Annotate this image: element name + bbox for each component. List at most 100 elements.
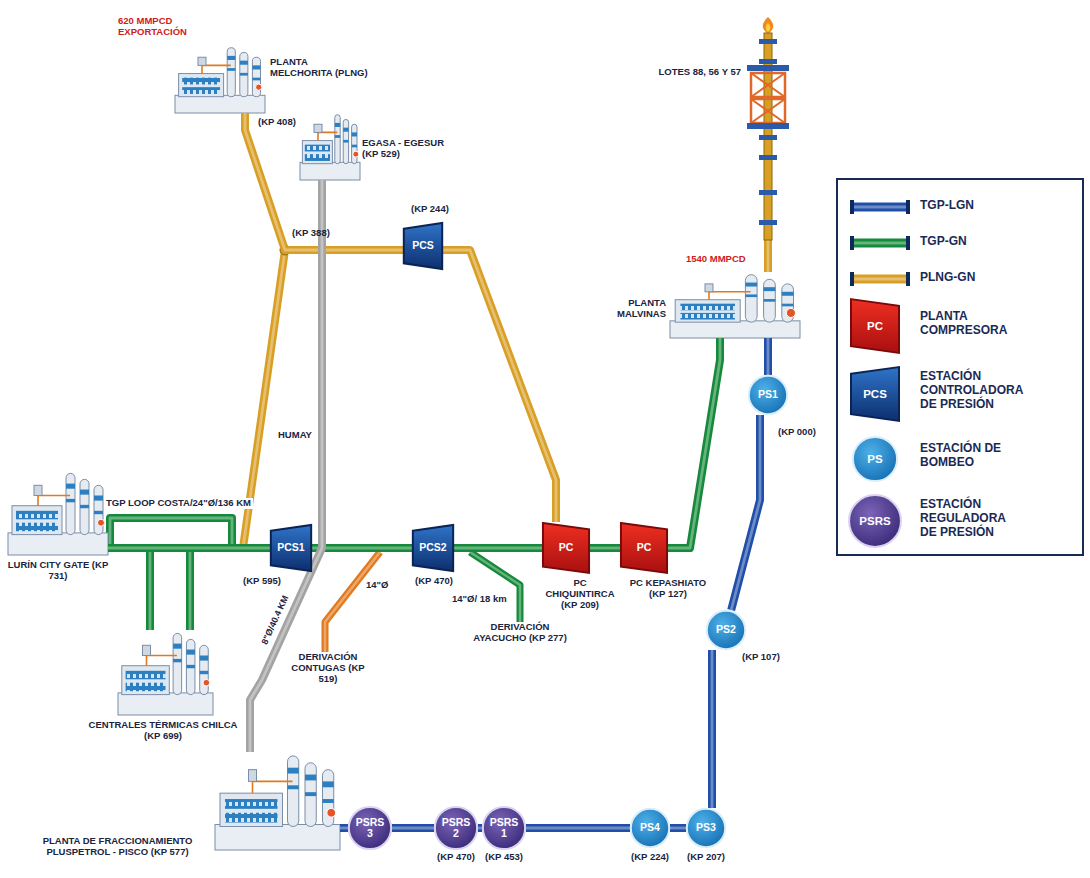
legend-pipe <box>852 239 908 248</box>
plant-building <box>179 74 224 97</box>
compressor-symbol <box>851 299 899 353</box>
plant-column-band <box>66 499 75 502</box>
legend-text: ESTACIÓN DE BOMBEO <box>920 442 1020 470</box>
plant-column-band <box>352 132 357 136</box>
legend-symbol-code: PCS <box>863 388 887 400</box>
legend-pipe <box>852 203 908 212</box>
kilometer-point: (KP 224) <box>624 852 676 863</box>
pipeline <box>590 544 620 552</box>
facility-name: PC CHIQUINTIRCA (KP 209) <box>538 578 622 611</box>
plant-piping <box>709 292 751 300</box>
text-holder: PCS <box>403 222 443 270</box>
station-code: PSRS 1 <box>487 817 521 839</box>
plant-column-band <box>305 792 316 796</box>
plant-column <box>227 48 235 97</box>
plant-column <box>745 275 757 323</box>
legend-flange <box>906 200 910 214</box>
plant-flame-mark <box>353 151 359 157</box>
plant-column-band <box>323 781 334 787</box>
pump-symbol <box>707 611 745 649</box>
plant-facility: EGASA - EGESUR (KP 529) <box>300 112 360 180</box>
pipeline <box>708 650 716 808</box>
plant-column-band <box>343 140 348 143</box>
facility-name: EGASA - EGESUR (KP 529) <box>362 138 462 160</box>
legend-text: PLANTA COMPRESORA <box>920 310 1020 338</box>
station-code: PS2 <box>716 624 736 635</box>
plant-column-band <box>200 671 209 674</box>
pressure-regulator-station: PSRS 3 <box>348 806 392 850</box>
plant-piping <box>202 65 231 73</box>
pipeline-highlight <box>731 415 760 610</box>
facility-name: LURÍN CITY GATE (KP 731) <box>3 560 113 582</box>
plant-stack <box>34 485 42 495</box>
plant-building <box>220 793 283 826</box>
plant-column <box>94 485 103 534</box>
plant-column-band <box>200 656 209 661</box>
pipeline-connector <box>712 650 713 808</box>
plant-column <box>66 473 75 534</box>
pipeline-highlight <box>767 338 770 375</box>
plant-column-band <box>80 490 89 495</box>
plant-base <box>175 95 265 113</box>
legend-flange <box>850 200 854 214</box>
pipeline <box>526 824 630 832</box>
pipeline <box>764 338 772 375</box>
pipeline-highlight <box>711 650 714 808</box>
text-holder: PC <box>620 522 668 574</box>
plant-base <box>8 533 108 555</box>
pipeline-connector <box>590 548 620 549</box>
legend-symbol: PSRS <box>848 494 902 548</box>
plant-windows <box>126 683 166 692</box>
plant-windows <box>305 154 330 161</box>
plant-column-band <box>186 665 195 668</box>
plant-illustrations <box>8 48 800 850</box>
pipeline-connector <box>478 828 482 829</box>
pipeline-connector <box>768 338 769 375</box>
pump-symbol <box>749 376 787 414</box>
legend-pipe-highlight <box>852 277 908 280</box>
pressure-control-symbol <box>404 223 442 269</box>
pipeline-connector <box>731 415 760 610</box>
kilometer-point: (KP 207) <box>680 852 732 863</box>
regulator-symbol <box>849 495 901 547</box>
contugas-pipe-highlight <box>325 552 380 652</box>
facility-name: LOTES 88, 56 Y 57 <box>645 67 741 78</box>
pipeline-highlight <box>108 547 270 550</box>
plant-column-band <box>240 61 248 65</box>
plant-windows <box>16 523 58 532</box>
plant-column-band <box>94 511 103 514</box>
plant-column-band <box>782 304 794 307</box>
plant-column-band <box>323 799 334 803</box>
plant-column-band <box>288 768 299 774</box>
text-holder: PS2 <box>706 610 746 650</box>
plant-column <box>200 645 209 694</box>
text-holder: PSRS 2 <box>434 806 478 850</box>
pressure-control-symbol <box>851 367 899 421</box>
legend-text: PLNG-GN <box>920 271 1020 285</box>
pipeline-highlight <box>590 547 620 550</box>
flare-flame <box>763 17 774 34</box>
kilometer-point: (KP 595) <box>232 576 292 587</box>
plant-column <box>186 639 195 694</box>
plant-facility: PLANTA MELCHORITA (PLNG)(KP 408) <box>175 45 265 113</box>
kilometer-point: (KP 408) <box>258 117 318 128</box>
plant-facility: PLANTA DE FRACCIONAMIENTO PLUSPETROL - P… <box>215 752 340 850</box>
legend-symbol: PCS <box>850 366 900 422</box>
chilca-pipe <box>186 552 194 630</box>
pipeline-highlight <box>312 547 412 550</box>
pipeline-connector <box>392 828 434 829</box>
text-holder: PC <box>542 522 590 574</box>
plant-column-band <box>66 484 75 489</box>
kilometer-point: (KP 107) <box>742 652 802 663</box>
pipe-note: TGP LOOP COSTA/24"Ø/136 KM <box>104 498 253 509</box>
branch-name: DERIVACIÓN CONTUGAS (KP 519) <box>290 652 366 685</box>
plant-column <box>323 770 334 827</box>
plant-column-band <box>764 287 776 291</box>
pipeline-connector <box>443 250 556 522</box>
legend-line-sample <box>848 268 912 290</box>
plant-building <box>122 666 170 695</box>
plant-column-band <box>173 659 182 662</box>
pipeline-highlight <box>392 827 434 830</box>
pipeline <box>443 250 556 522</box>
plant-windows <box>16 511 58 520</box>
